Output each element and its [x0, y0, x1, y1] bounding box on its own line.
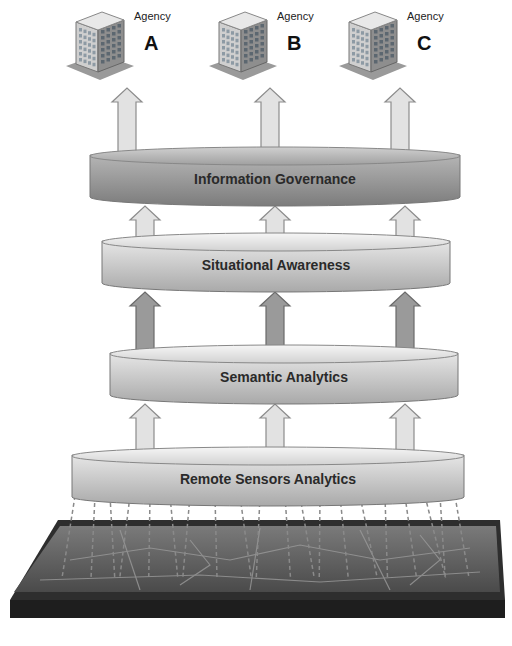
band-label: Information Governance [194, 167, 356, 187]
agency-letter: A [144, 32, 158, 55]
layer-band: Situational Awareness [100, 232, 452, 294]
block-arrow [390, 404, 420, 454]
band-label: Situational Awareness [202, 253, 351, 273]
block-arrow [130, 404, 160, 454]
block-arrow [130, 206, 160, 240]
block-arrow [112, 88, 142, 154]
agency-node: AgencyA [62, 2, 192, 88]
band-label: Remote Sensors Analytics [180, 467, 356, 487]
building-icon [62, 8, 138, 84]
agency-letter: B [287, 32, 301, 55]
block-arrow [385, 88, 415, 154]
block-arrow [260, 292, 290, 352]
agency-word: Agency [134, 10, 171, 22]
agency-letter: C [417, 32, 431, 55]
block-arrow [390, 206, 420, 240]
block-arrow [260, 404, 290, 454]
block-arrow [255, 88, 285, 154]
agency-node: AgencyC [335, 2, 465, 88]
layer-band: Information Governance [88, 146, 462, 208]
agency-word: Agency [277, 10, 314, 22]
agency-node: AgencyB [205, 2, 335, 88]
block-arrow [130, 292, 160, 352]
band-label: Semantic Analytics [220, 365, 348, 385]
agency-word: Agency [407, 10, 444, 22]
layer-band: Remote Sensors Analytics [70, 446, 466, 508]
layer-band: Semantic Analytics [108, 344, 460, 406]
block-arrow [390, 292, 420, 352]
building-icon [205, 8, 281, 84]
building-icon [335, 8, 411, 84]
